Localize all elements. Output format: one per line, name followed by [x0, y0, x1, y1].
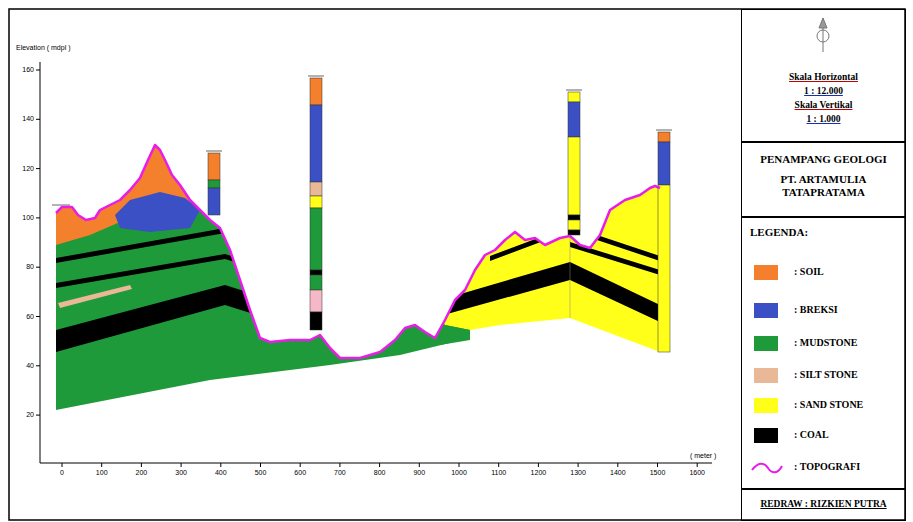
x-tick-label: 300	[166, 469, 196, 477]
x-tick-label: 700	[325, 469, 355, 477]
legend-swatch	[754, 368, 778, 383]
legend-text: : MUDSTONE	[794, 337, 857, 348]
x-tick-label: 1100	[484, 469, 514, 477]
x-tick-label: 600	[285, 469, 315, 477]
x-tick-label: 200	[126, 469, 156, 477]
box-text: LEGENDA:	[750, 226, 808, 240]
legend-swatch	[754, 336, 778, 351]
title-box: PENAMPANG GEOLOGI PT. ARTAMULIA TATAPRATA…	[741, 142, 906, 217]
box-text: Skala Vertikal	[795, 100, 853, 112]
x-tick-label: 1200	[523, 469, 553, 477]
legend-swatch	[754, 303, 778, 318]
box-text: REDRAW : RIZKIEN PUTRA	[760, 499, 886, 511]
x-tick-label: 500	[246, 469, 276, 477]
box-text: Skala Horizontal	[789, 72, 858, 84]
credit-box: REDRAW : RIZKIEN PUTRA	[741, 489, 906, 521]
x-tick-label: 900	[404, 469, 434, 477]
legend-text: : SOIL	[794, 266, 824, 277]
legend-text: : SAND STONE	[794, 399, 863, 410]
legend-swatch	[754, 398, 778, 413]
x-tick-label: 400	[206, 469, 236, 477]
legend-text: : TOPOGRAFI	[794, 461, 860, 472]
y-tick-label: 140	[10, 115, 34, 123]
x-tick-label: 1600	[682, 469, 712, 477]
box-text: 1 : 1.000	[806, 114, 840, 126]
y-tick-label: 120	[10, 165, 34, 173]
y-tick-label: 20	[10, 411, 34, 419]
axis-title: Elevation ( mdpl )	[16, 44, 70, 52]
legend-text: : COAL	[794, 429, 829, 440]
y-tick-label: 160	[10, 66, 34, 74]
box-text: 1 : 12.000	[804, 86, 843, 98]
x-tick-label: 1300	[563, 469, 593, 477]
legend-swatch	[754, 428, 778, 443]
legend-box: LEGENDA:: SOIL: BREKSI: MUDSTONE: SILT S…	[741, 217, 906, 489]
scale-box: Skala Horizontal 1 : 12.000Skala Vertikal…	[741, 9, 906, 142]
x-tick-label: 1400	[603, 469, 633, 477]
y-tick-label: 40	[10, 362, 34, 370]
y-tick-label: 80	[10, 263, 34, 271]
x-tick-label: 0	[47, 469, 77, 477]
axis-unit: ( meter )	[690, 452, 716, 460]
y-tick-label: 100	[10, 214, 34, 222]
legend-text: : BREKSI	[794, 304, 838, 315]
x-tick-label: 1500	[643, 469, 673, 477]
x-tick-label: 800	[365, 469, 395, 477]
x-tick-label: 1000	[444, 469, 474, 477]
box-text: PT. ARTAMULIA TATAPRATAMA	[752, 173, 895, 201]
legend-line-sample	[750, 460, 784, 476]
legend-text: : SILT STONE	[794, 369, 858, 380]
box-text: PENAMPANG GEOLOGI	[760, 153, 887, 167]
x-tick-label: 100	[87, 469, 117, 477]
y-tick-label: 60	[10, 313, 34, 321]
legend-swatch	[754, 265, 778, 280]
